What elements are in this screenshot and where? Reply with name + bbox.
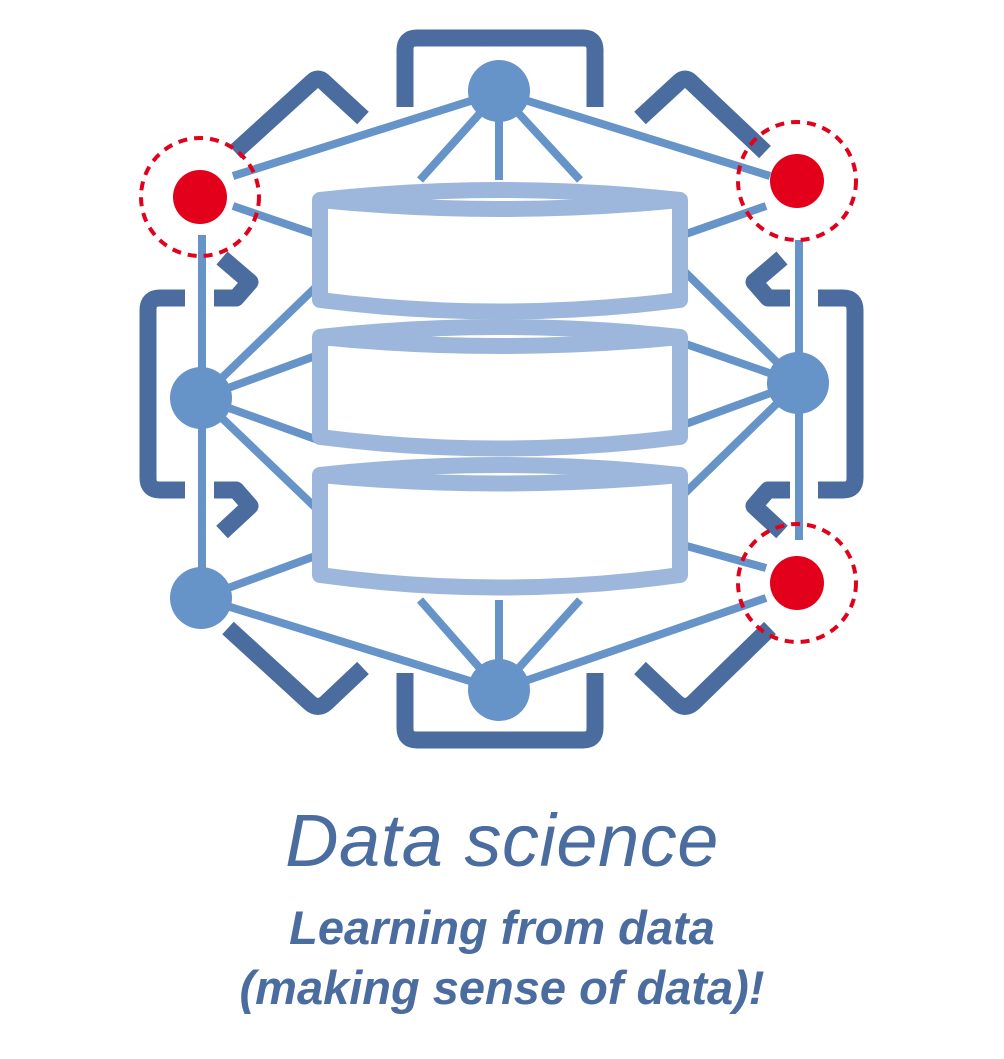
data-science-network-diagram xyxy=(139,29,864,749)
network-edges xyxy=(198,88,803,694)
bottom-right-chevron xyxy=(634,621,776,715)
database-segment-2 xyxy=(312,319,688,457)
node-mid-right xyxy=(767,352,829,414)
bottom-left-chevron xyxy=(222,621,369,715)
top-bracket xyxy=(396,29,604,107)
right-bracket xyxy=(818,289,864,499)
top-left-chevron xyxy=(229,70,369,159)
node-top-left-highlight xyxy=(173,170,227,224)
outer-brackets xyxy=(139,29,864,749)
top-right-chevron xyxy=(634,70,771,159)
highlighted-nodes xyxy=(139,120,858,644)
right-lower-angle xyxy=(745,481,790,539)
node-bottom xyxy=(468,659,530,721)
database-icon xyxy=(312,182,688,596)
node-bottom-left xyxy=(170,567,232,629)
left-bracket xyxy=(139,289,185,499)
network-nodes xyxy=(170,60,829,721)
subtitle-line-2: (making sense of data)! xyxy=(239,961,765,1014)
highlight-ring-top-right xyxy=(736,120,858,242)
database-segment-3 xyxy=(312,457,688,596)
highlight-ring-top-left xyxy=(139,136,261,258)
left-lower-angle xyxy=(214,481,259,539)
node-top xyxy=(468,60,530,122)
title: Data science xyxy=(285,799,719,882)
node-bottom-right-highlight xyxy=(770,556,824,610)
database-segment-1 xyxy=(312,182,688,320)
highlight-ring-bottom-right xyxy=(736,522,858,644)
node-mid-left xyxy=(170,367,232,429)
bottom-bracket xyxy=(396,673,604,749)
left-upper-angle xyxy=(214,251,259,307)
subtitle-line-1: Learning from data xyxy=(289,901,715,954)
node-top-right-highlight xyxy=(770,154,824,208)
right-upper-angle xyxy=(745,251,790,307)
